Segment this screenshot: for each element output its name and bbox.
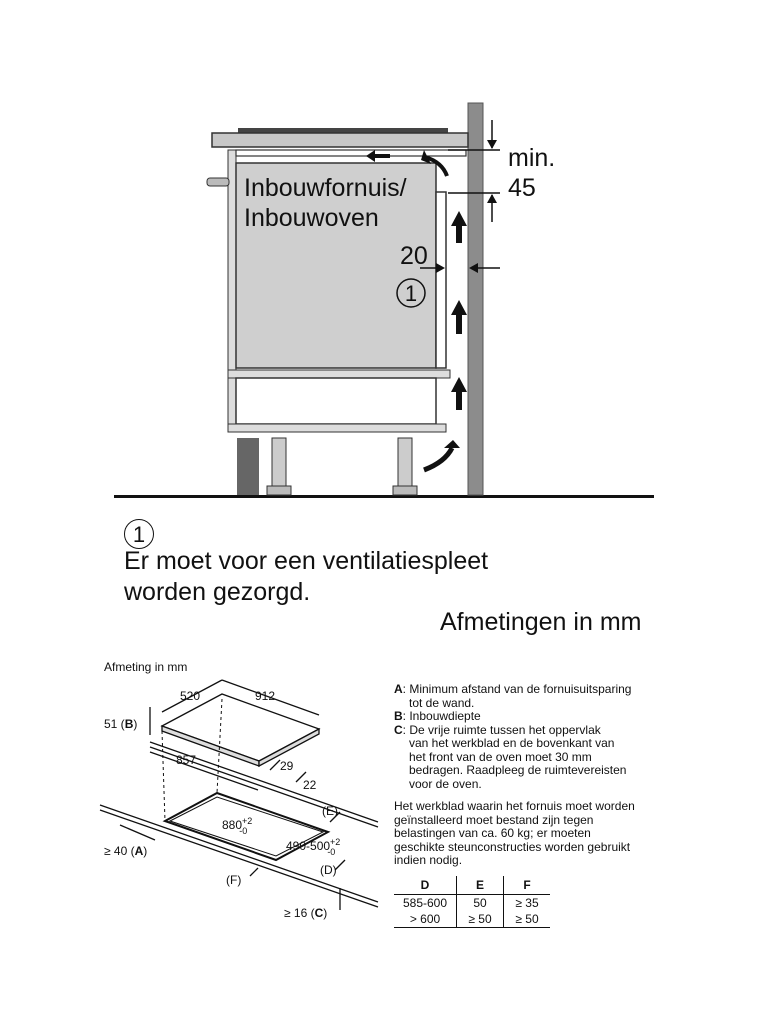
measurement-drawing: 520 912 51 (B) 857 29 22 (E) 880+2-0 490… (99, 679, 379, 920)
cutout (162, 791, 331, 862)
drawer (235, 377, 437, 425)
worktop-line5: indien nodig. (394, 853, 463, 867)
appliance-label-line2: Inbouwoven (244, 204, 379, 232)
hob-glass (238, 128, 448, 134)
oven-top-line (235, 149, 467, 157)
note-line1: Er moet voor een ventilatiespleet (124, 547, 489, 575)
table-row: > 600 ≥ 50 ≥ 50 (394, 911, 550, 928)
cross-section-diagram: Inbouwfornuis/ Inbouwoven min. 45 20 1 (114, 102, 654, 498)
measure-title: Afmeting in mm (104, 660, 188, 674)
table-header-d: D (394, 876, 457, 895)
hob-side-right (258, 727, 320, 768)
worktop-line4: geschikte steunconstructies worden gebru… (394, 839, 631, 854)
worktop-text: Het werkblad waarin het fornuis moet wor… (394, 799, 684, 868)
table-cell: 585-600 (402, 896, 448, 910)
table-header: D E F (394, 876, 550, 895)
table-header-f: F (503, 876, 550, 895)
legend-a: A: Minimum afstand van de fornuisuitspar… (394, 682, 632, 710)
dim-e: (E) (322, 804, 338, 818)
table-row: 585-600 50 ≥ 35 (394, 894, 550, 911)
oven-body (235, 162, 437, 369)
marker-circle (396, 278, 426, 308)
dim-490-500: 490-500+2-0 (286, 837, 340, 857)
worktop-line3: belastingen van ca. 60 kg; er moeten (394, 826, 591, 840)
plinth-board (237, 438, 259, 495)
airflow-arrows (366, 150, 467, 473)
leg-right-foot (392, 485, 418, 496)
note-line2: worden gezorgd. (124, 578, 311, 606)
dim-520: 520 (180, 689, 200, 703)
gap-label: 20 (400, 242, 428, 270)
legend-b: B: Inbouwdiepte (394, 709, 481, 723)
leg-left (271, 437, 287, 489)
marker-number: 1 (405, 281, 417, 306)
table-header-e: E (456, 876, 504, 895)
worktop-line2: geïnstalleerd moet bestand zijn tegen (394, 812, 594, 827)
dim-22: 22 (303, 778, 317, 792)
table-cell: ≥ 35 (503, 894, 550, 911)
dim-880: 880+2-0 (222, 816, 252, 836)
legend: A: Minimum afstand van de fornuisuitspar… (394, 682, 684, 791)
table-cell: ≥ 50 (456, 911, 504, 928)
leg-left-foot (266, 485, 292, 496)
wall (467, 102, 484, 496)
cabinet-side (227, 149, 237, 433)
legend-c: C: De vrije ruimte tussen het oppervlak … (394, 722, 627, 791)
dimensions-table: D E F 585-600 50 ≥ 35 > 600 ≥ 50 ≥ 50 (394, 876, 550, 928)
dim-c: ≥ 16 (C) (284, 906, 327, 920)
floor-line (114, 495, 654, 498)
leg-right (397, 437, 413, 489)
oven-back-panel (435, 191, 447, 369)
dim-f: (F) (226, 873, 241, 887)
table-cell: ≥ 50 (503, 911, 550, 928)
units-title: Afmetingen in mm (440, 608, 642, 636)
plinth (227, 423, 447, 433)
table-cell: 50 (456, 894, 504, 911)
oven-handle (206, 177, 230, 187)
dim-a: ≥ 40 (A) (104, 844, 147, 858)
dim-912: 912 (255, 689, 275, 703)
dim-857: 857 (176, 753, 196, 767)
dim-51-b: 51 (B) (104, 717, 137, 731)
appliance-label-line1: Inbouwfornuis/ (244, 174, 407, 202)
dim-29: 29 (280, 759, 294, 773)
drawer-top (227, 369, 451, 379)
min-label-line1: min. (508, 144, 555, 172)
table-cell: > 600 (394, 911, 457, 928)
dimension-lines (420, 120, 500, 273)
hob-top (160, 693, 321, 762)
worktop (211, 132, 469, 148)
note-text: Er moet voor een ventilatiespleet worden… (124, 546, 544, 608)
dim-d: (D) (320, 863, 337, 877)
note-number-circle: 1 (124, 519, 154, 549)
worktop-line1: Het werkblad waarin het fornuis moet wor… (394, 799, 635, 813)
min-label-line2: 45 (508, 174, 536, 202)
